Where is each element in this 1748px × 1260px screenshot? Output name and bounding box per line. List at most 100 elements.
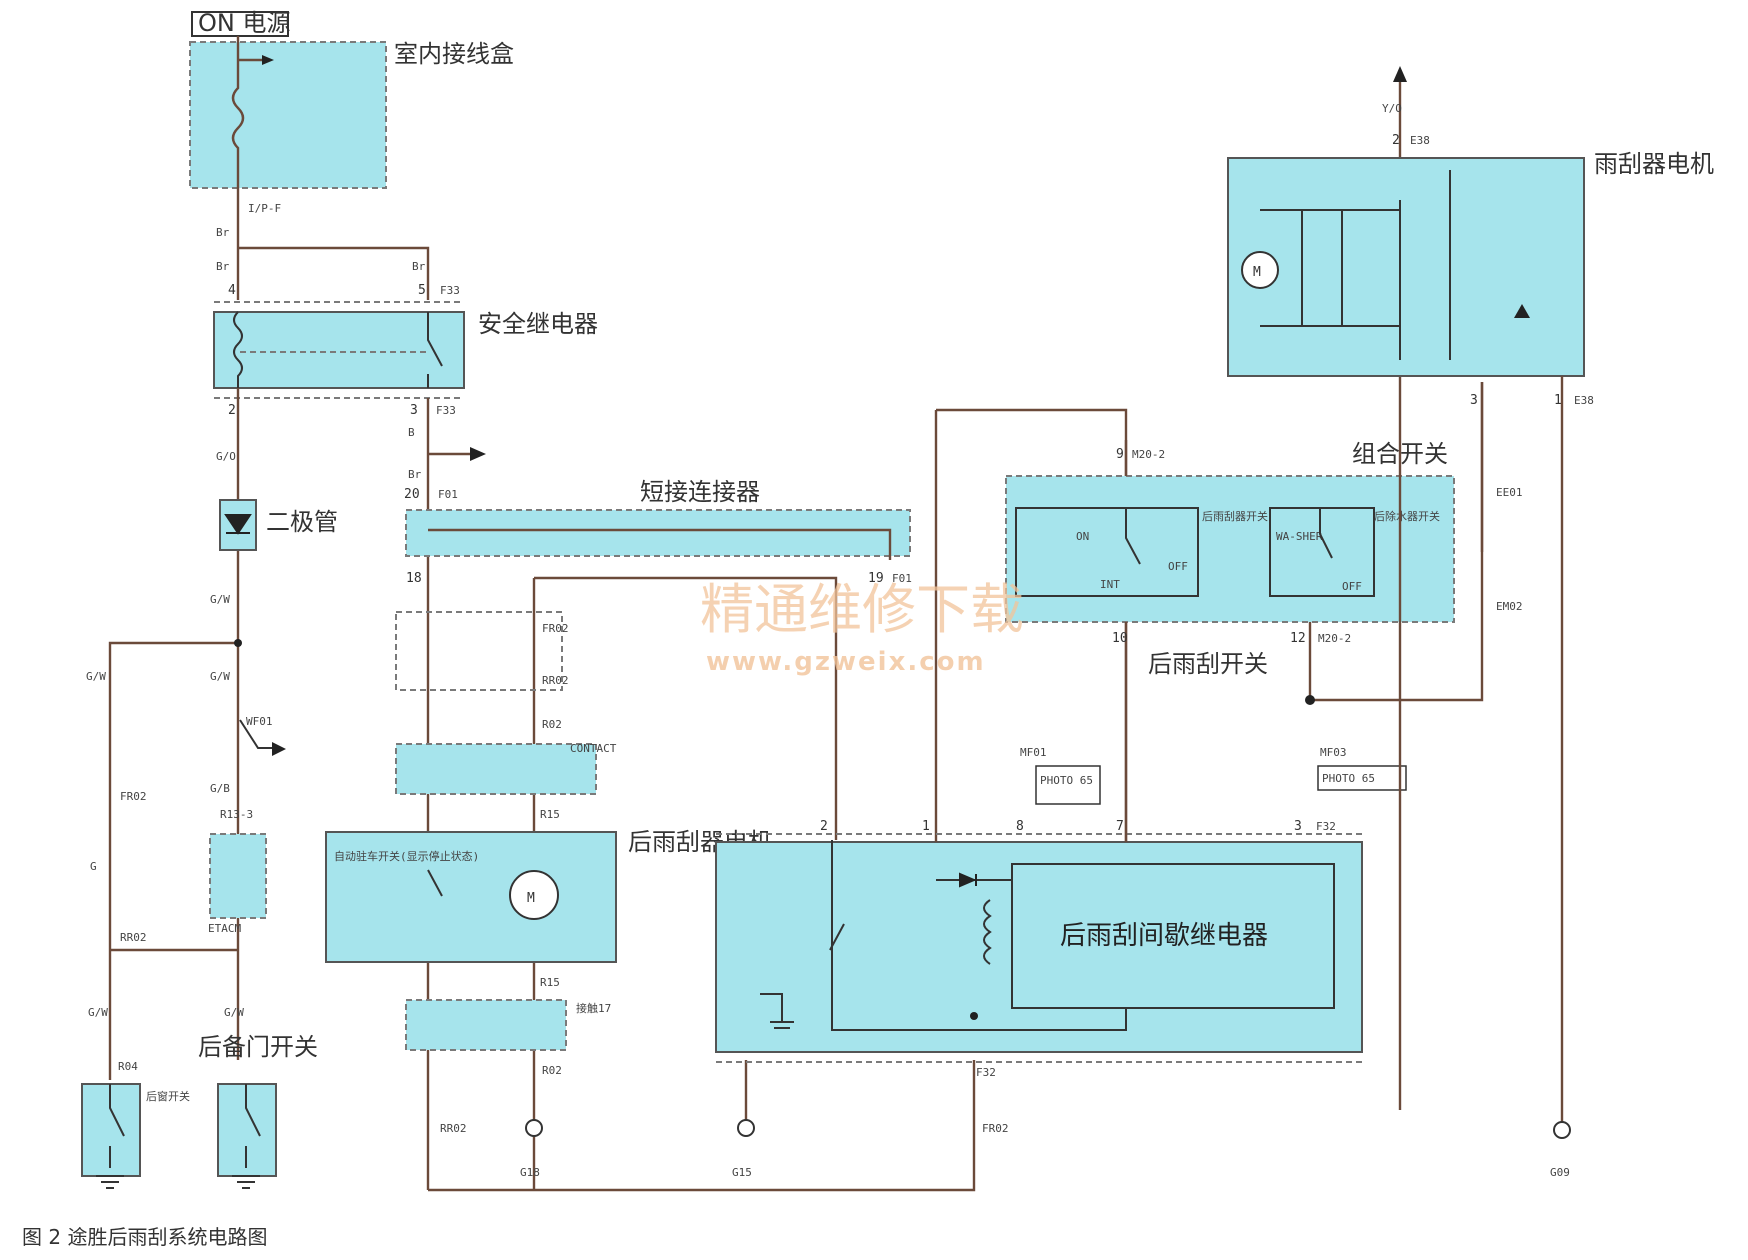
- wiper-motor-box: [1227, 157, 1585, 377]
- svg-text:B: B: [408, 426, 415, 439]
- conn-wf01: WF01: [246, 715, 273, 728]
- rear-washer-sw-box: [1269, 507, 1375, 597]
- arrow-icon: [470, 447, 486, 461]
- svg-text:2: 2: [1392, 133, 1400, 148]
- on-power-label: ON 电源: [198, 9, 290, 37]
- motor-icon: [509, 870, 559, 920]
- watermark-cn: 精通维修下载: [700, 578, 1024, 641]
- conn-f32b: F32: [976, 1066, 996, 1079]
- svg-text:G/W: G/W: [88, 1006, 108, 1019]
- contact-box: [395, 743, 597, 795]
- conn-r02b: R02: [542, 1064, 562, 1077]
- conn-rr02b: RR02: [440, 1122, 467, 1135]
- svg-text:10: 10: [1112, 631, 1128, 646]
- svg-text:4: 4: [228, 283, 236, 298]
- rear-wiper-relay-box: [1011, 863, 1335, 1009]
- short-connector-box: [405, 509, 911, 557]
- rear-wiper-switch-label: 后雨刮开关: [1148, 650, 1268, 678]
- wiper-motor-label: 雨刮器电机: [1594, 150, 1714, 178]
- wire-br-2: [238, 246, 430, 300]
- on-power-box: [191, 11, 289, 37]
- washer-label: WA-SHER: [1276, 530, 1323, 543]
- svg-text:G/W: G/W: [210, 593, 230, 606]
- svg-text:G: G: [90, 860, 97, 873]
- etacm-label: ETACM: [208, 922, 241, 935]
- conn-f01a: F01: [438, 488, 458, 501]
- conn-r1313: R13-3: [220, 808, 253, 821]
- conn-em02: EM02: [1496, 600, 1523, 613]
- ground-icon: [525, 1119, 543, 1137]
- svg-text:5: 5: [418, 283, 426, 298]
- conn-r15b: R15: [540, 976, 560, 989]
- conn-f33a: F33: [440, 284, 460, 297]
- wire-left-branch: [108, 641, 238, 1080]
- conn-f01b: F01: [892, 572, 912, 585]
- photo1-label: PHOTO 65: [1040, 774, 1093, 787]
- sw-off-label: OFF: [1168, 560, 1188, 573]
- rear-washer-sw-label: 后除水器开关: [1374, 509, 1440, 523]
- conn-mf01: MF01: [1020, 746, 1047, 759]
- svg-text:M: M: [527, 891, 535, 906]
- contact2-box: [405, 999, 567, 1051]
- svg-text:G/B: G/B: [210, 782, 230, 795]
- conn-rr02a: RR02: [542, 674, 569, 687]
- conn-f33b: F33: [436, 404, 456, 417]
- sw-int-label: INT: [1100, 578, 1120, 591]
- short-connector-label: 短接连接器: [640, 478, 760, 506]
- rear-gate-switch-label: 后备门开关: [198, 1033, 318, 1061]
- conn-r04: R04: [118, 1060, 138, 1073]
- svg-text:12: 12: [1290, 631, 1306, 646]
- diode-icon: [224, 514, 252, 535]
- conn-e38a: E38: [1410, 134, 1430, 147]
- diode-icon: [959, 872, 977, 888]
- svg-text:19: 19: [868, 571, 884, 586]
- contact-label: CONTACT: [570, 742, 617, 755]
- svg-text:18: 18: [406, 571, 422, 586]
- conn-e38b: E38: [1574, 394, 1594, 407]
- ground-icon: [737, 1119, 755, 1137]
- watermark-url: www.gzweix.com: [706, 647, 986, 677]
- ground-icon: [232, 1175, 260, 1189]
- relay-coil-icon: [233, 311, 443, 388]
- conn-r02a: R02: [542, 718, 562, 731]
- conn-ee01: EE01: [1496, 486, 1523, 499]
- fuse-wire: [231, 36, 262, 200]
- glass-switch-icon: [109, 1084, 125, 1168]
- diode-icon: [1514, 304, 1530, 318]
- svg-text:Y/O: Y/O: [1382, 102, 1402, 115]
- svg-text:3: 3: [1294, 819, 1302, 834]
- glass-switch-label: 后窗开关: [146, 1089, 190, 1103]
- svg-text:3: 3: [1470, 393, 1478, 408]
- ground-icon: [96, 1175, 124, 1189]
- relay-coil-icon: [983, 899, 992, 965]
- sw-on-label: ON: [1076, 530, 1089, 543]
- indoor-junction-box: [189, 41, 387, 189]
- svg-text:8: 8: [1016, 819, 1024, 834]
- conn-mf03: MF03: [1320, 746, 1347, 759]
- conn-r15a: R15: [540, 808, 560, 821]
- conn-m20b: M20-2: [1318, 632, 1351, 645]
- rear-wiper-sw-box: [1015, 507, 1199, 597]
- svg-text:Br: Br: [412, 260, 426, 273]
- svg-text:Br: Br: [216, 226, 230, 239]
- rear-wiper-motor-box: [325, 831, 617, 963]
- conn-fr02a: FR02: [542, 622, 569, 635]
- arrow-icon: [1393, 66, 1407, 82]
- svg-text:1: 1: [1554, 393, 1562, 408]
- svg-text:G/W: G/W: [86, 670, 106, 683]
- svg-text:Br: Br: [408, 468, 422, 481]
- indoor-junction-box-label: 室内接线盒: [394, 40, 514, 68]
- conn-f32a: F32: [1316, 820, 1336, 833]
- rear-gate-switch-icon: [245, 1084, 261, 1168]
- rear-wiper-sw-label: 后雨刮器开关: [1202, 509, 1268, 523]
- ground-g09: G09: [1550, 1166, 1570, 1179]
- svg-text:20: 20: [404, 487, 420, 502]
- conn-rr02c: RR02: [120, 931, 147, 944]
- conn-ipf: I/P-F: [248, 202, 281, 215]
- sw-off2-label: OFF: [1342, 580, 1362, 593]
- conn-fr02c: FR02: [120, 790, 147, 803]
- svg-text:G/W: G/W: [224, 1006, 244, 1019]
- arrow-icon: [262, 55, 274, 65]
